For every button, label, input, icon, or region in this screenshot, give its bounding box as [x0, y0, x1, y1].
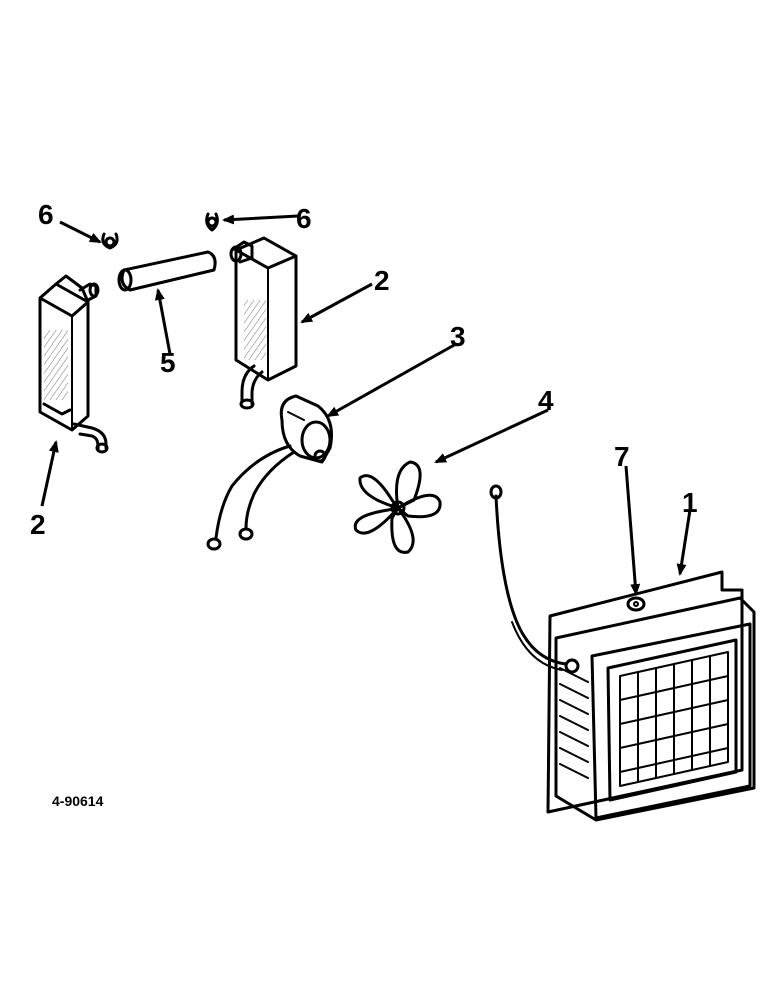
nut: [626, 596, 646, 612]
blower-motor: [206, 394, 333, 551]
callout-1: 1: [682, 487, 698, 518]
callout-7: 7: [614, 441, 630, 472]
callout-5: 5: [160, 347, 176, 378]
callout-3: 3: [450, 321, 466, 352]
leader-lines: [40, 214, 692, 596]
clamp-left: [101, 232, 119, 250]
callout-6-right: 6: [296, 203, 312, 234]
callout-2-right: 2: [374, 265, 390, 296]
heater-core-left: [38, 274, 109, 454]
fan-blade: [353, 460, 442, 554]
heater-housing: [489, 484, 756, 822]
reference-number: 4-90614: [52, 793, 104, 809]
hose: [117, 250, 217, 292]
callout-4: 4: [538, 385, 554, 416]
callout-6-left: 6: [38, 199, 54, 230]
heater-core-right: [229, 236, 298, 410]
callout-2-left: 2: [30, 509, 46, 540]
clamp-right: [205, 212, 219, 232]
